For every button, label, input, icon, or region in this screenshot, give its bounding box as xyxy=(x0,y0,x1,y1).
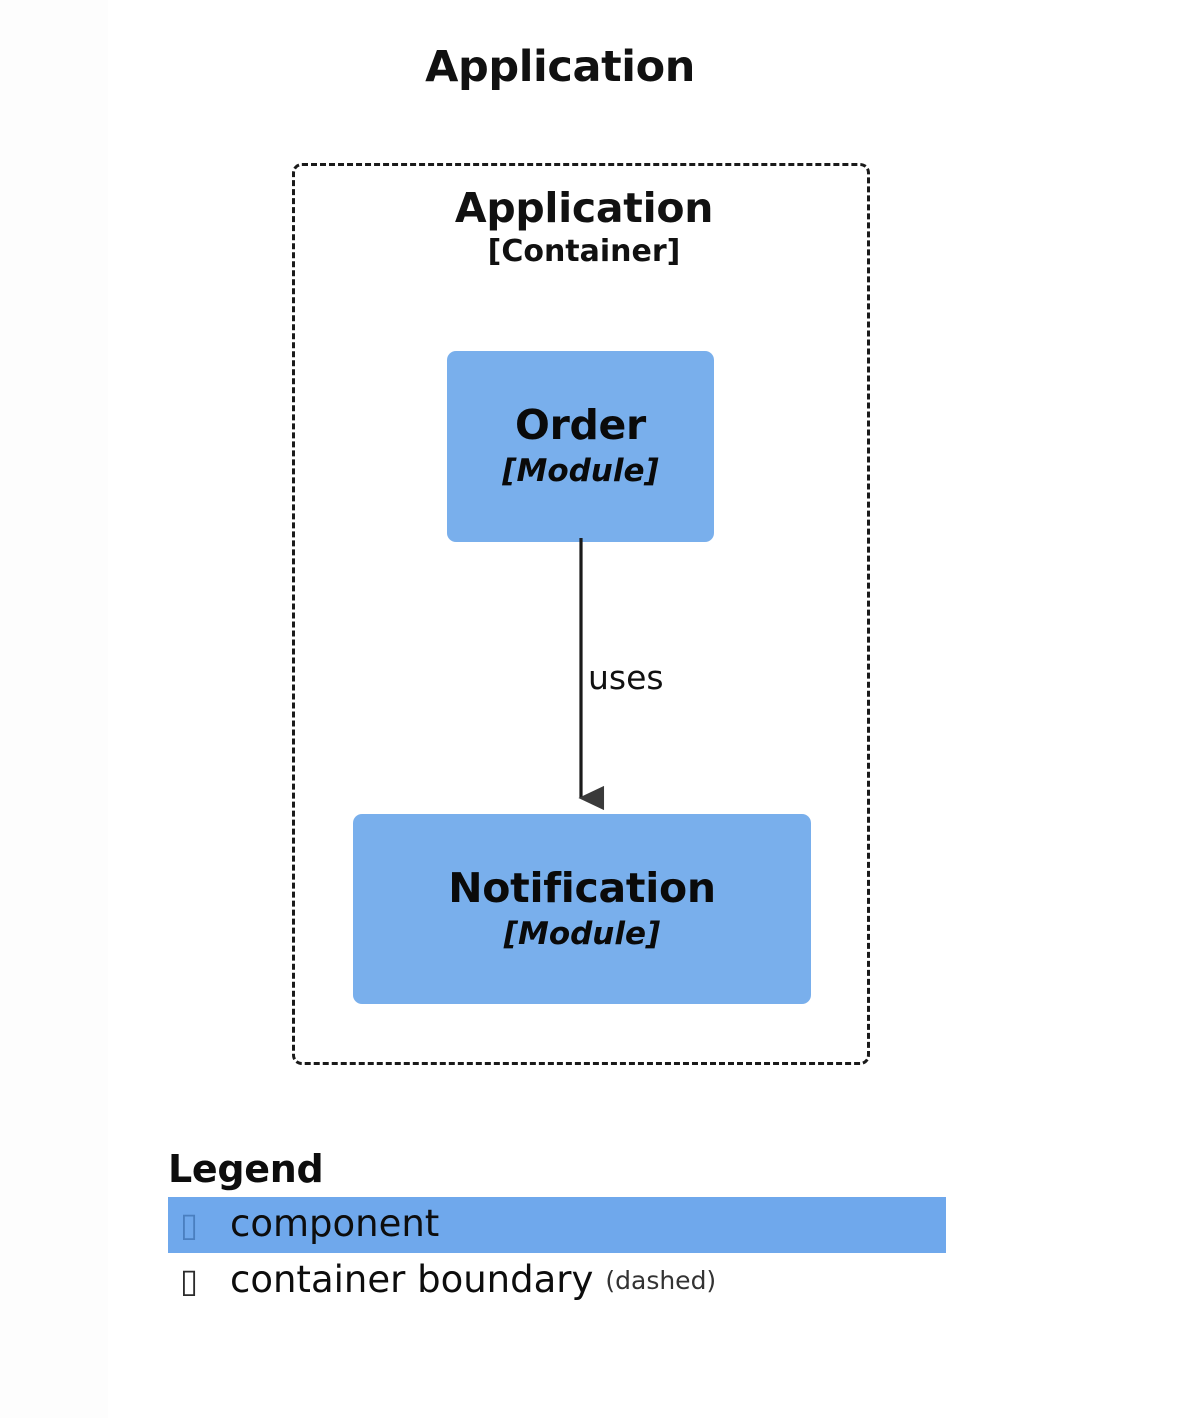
page-title: Application xyxy=(425,42,695,92)
relationship-arrow-order-to-notification xyxy=(578,538,605,811)
legend-item-component-label: component xyxy=(230,1202,440,1246)
legend-item-container-boundary-note: (dashed) xyxy=(605,1265,717,1295)
container-boundary: Application [Container] xyxy=(292,163,870,1065)
container-name: Application xyxy=(454,184,714,232)
component-order-type-label: [Module] xyxy=(502,453,659,490)
component-order[interactable]: Order [Module] xyxy=(447,351,714,542)
legend-item-container-boundary: ▯ container boundary (dashed) xyxy=(168,1253,968,1309)
missing-glyph-box-icon: ▯ xyxy=(180,1205,199,1245)
relationship-label-uses: uses xyxy=(588,658,664,697)
legend-item-container-boundary-label: container boundary xyxy=(230,1258,594,1302)
component-order-name: Order xyxy=(515,401,646,450)
container-type-label: [Container] xyxy=(487,234,681,270)
missing-glyph-box-icon: ▯ xyxy=(180,1261,199,1301)
component-notification[interactable]: Notification [Module] xyxy=(353,814,811,1004)
legend-item-component: ▯ component xyxy=(168,1196,946,1253)
component-notification-type-label: [Module] xyxy=(503,915,661,952)
container-label: Application [Container] xyxy=(295,184,873,270)
left-gutter xyxy=(0,0,108,1418)
legend-title: Legend xyxy=(168,1147,324,1191)
component-notification-name: Notification xyxy=(448,863,716,912)
legend: Legend ▯ component ▯ container boundary … xyxy=(168,1148,968,1309)
